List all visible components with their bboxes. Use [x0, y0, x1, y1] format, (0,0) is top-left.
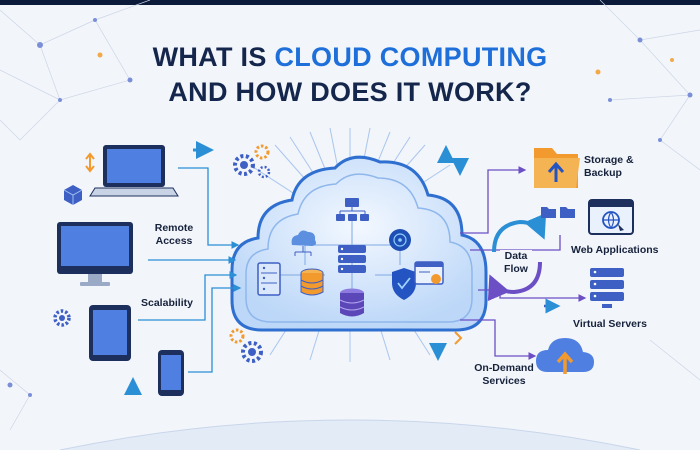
left-connectors: [138, 167, 242, 373]
virtual-servers-label: Virtual Servers: [573, 318, 647, 330]
cloud-upload-icon: [536, 338, 594, 374]
gear-icon-bottom: [229, 328, 263, 363]
remote-access-label: Remote Access: [148, 222, 200, 248]
shield-icon: [392, 268, 416, 300]
cloud-network-icon: [291, 230, 316, 256]
database-purple-icon: [339, 288, 365, 317]
on-demand-services-label: On-Demand Services: [472, 362, 536, 388]
web-browser-icon: [588, 199, 634, 235]
app-window-icon: [414, 261, 444, 285]
chevron-icon-bottom: [454, 331, 463, 345]
gear-icon-left: [53, 309, 71, 327]
cube-icon: [63, 185, 83, 205]
small-folders-icon: [541, 207, 575, 218]
data-flow-label-line2: Flow: [504, 263, 528, 275]
ai-brain-icon: [389, 229, 411, 251]
remote-access-label-line2: Access: [155, 235, 193, 247]
title-line-2: AND HOW DOES IT WORK?: [168, 77, 532, 107]
storage-label-line2: Backup: [584, 167, 622, 179]
gear-icon-top: [233, 144, 271, 179]
storage-backup-label: Storage & Backup: [584, 154, 634, 180]
database-icon: [300, 268, 324, 296]
data-flow-label: Data Flow: [500, 250, 532, 276]
folder-upload-icon: [534, 148, 580, 188]
scalability-label: Scalability: [141, 297, 193, 309]
smartphone-icon: [158, 350, 184, 396]
storage-label-line1: Storage &: [584, 154, 634, 166]
laptop-icon: [89, 145, 179, 197]
title-part-1: WHAT IS: [152, 42, 275, 72]
page-title: WHAT IS CLOUD COMPUTING AND HOW DOES IT …: [0, 40, 700, 110]
on-demand-label-line2: Services: [482, 375, 526, 387]
updown-arrows-top: [437, 145, 469, 176]
on-demand-label-line1: On-Demand: [474, 362, 534, 374]
updown-arrows-left: [85, 152, 95, 173]
server-stack-icon: [338, 245, 366, 273]
tablet-icon: [89, 305, 131, 361]
remote-access-label-line1: Remote: [154, 222, 194, 234]
server-rack-icon: [257, 262, 281, 296]
top-bar: [0, 0, 700, 5]
title-part-2: CLOUD COMPUTING: [274, 42, 548, 72]
web-applications-label: Web Applications: [571, 244, 659, 256]
data-flow-label-line1: Data: [504, 250, 528, 262]
network-icon: [336, 198, 369, 221]
data-flow-cycle-icon: [487, 212, 547, 302]
desktop-monitor-icon: [57, 222, 133, 286]
virtual-server-icon: [590, 268, 624, 308]
